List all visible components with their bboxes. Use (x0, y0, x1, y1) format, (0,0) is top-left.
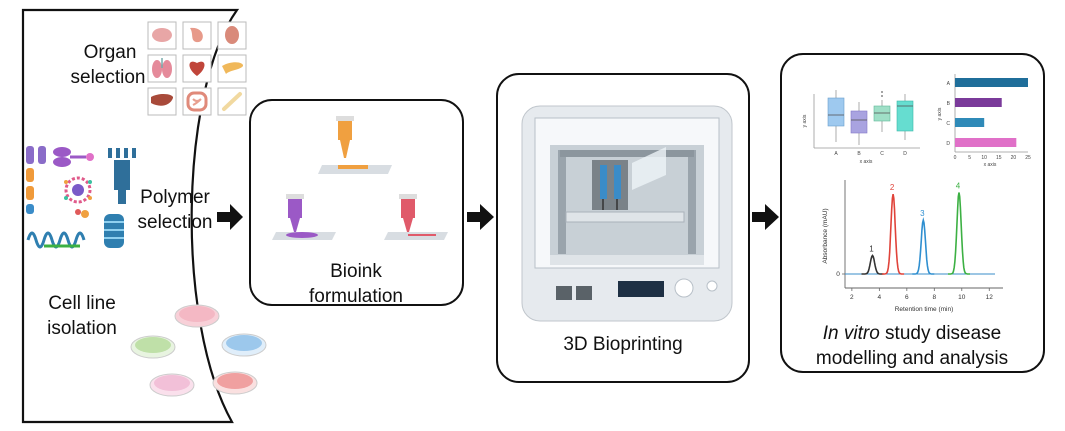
brain-icon (147, 21, 177, 50)
petri-dish-icon (149, 373, 195, 397)
box-b (850, 102, 868, 145)
pancreas-icon (217, 54, 247, 83)
analysis-label-line2: modelling and analysis (816, 348, 1008, 369)
bar-category-label: B (947, 101, 951, 107)
intestine-icon (182, 87, 212, 116)
cell-label-line2: isolation (47, 318, 117, 339)
petri-dish-icon (212, 371, 258, 395)
box-d (896, 94, 914, 140)
box-plot-category-label: C (880, 151, 884, 157)
chain-polymer-icon (26, 146, 46, 214)
bar-b (955, 98, 1002, 107)
bioink-label-line2: formulation (309, 286, 403, 307)
red-bioink-nozzle-icon (384, 194, 448, 240)
arrow-icon (217, 204, 243, 230)
bar-category-label: C (946, 121, 950, 127)
bar-d (955, 138, 1017, 147)
bar-category-label: D (946, 141, 950, 147)
membrane-protein-icon (26, 231, 86, 249)
petri-dishes (130, 304, 267, 397)
box-plot-category-label: D (903, 151, 907, 157)
cell-label-line1: Cell line (48, 293, 116, 314)
analysis-label-rest: study disease (880, 323, 1001, 344)
small-molecule-icon (75, 209, 89, 218)
chromatogram-xlabel: Retention time (min) (895, 306, 954, 313)
heart-icon (182, 54, 212, 83)
bar-tick-label: 15 (996, 155, 1002, 161)
receptor-polymer-icon (108, 148, 136, 204)
chromatogram-chart: Absorbance (mAU) Retention time (min) 0 … (822, 180, 1003, 313)
bar-tick-label: 10 (981, 155, 987, 161)
ring-polymer-icon (64, 176, 92, 204)
chromatogram-tick-label: 8 (932, 294, 936, 301)
organ-tiles (147, 21, 247, 116)
lungs-icon (147, 54, 177, 83)
analysis-box (780, 53, 1045, 373)
antibody-polymer-icon (53, 147, 94, 167)
orange-bioink-nozzle-icon (318, 116, 392, 174)
peak-3 (912, 217, 935, 275)
chromatogram-tick-label: 10 (958, 294, 966, 301)
peak-1 (861, 254, 884, 275)
box-plot-ylabel: y axis (802, 114, 808, 127)
peak-4 (948, 192, 970, 275)
bar-chart-ylabel: y axis (937, 107, 943, 120)
box-a (827, 90, 845, 142)
bar-tick-label: 0 (954, 155, 957, 161)
peak-label: 1 (869, 245, 874, 254)
box-plot-chart: y axis x axis A B C D (802, 90, 920, 165)
chromatogram-tick-label: 4 (878, 294, 882, 301)
chromatogram-tick-label: 12 (986, 294, 994, 301)
bioink-label-line1: Bioink (330, 261, 382, 282)
organ-label-line2: selection (71, 67, 146, 88)
peak-2 (882, 194, 905, 275)
bioprinting-label: 3D Bioprinting (563, 334, 682, 355)
analysis-label-italic: In vitro (823, 323, 880, 344)
peak-label: 3 (920, 209, 925, 218)
bar-a (955, 78, 1028, 87)
peak-label: 4 (956, 182, 961, 191)
organ-label-line1: Organ (84, 42, 137, 63)
polymer-label-line2: selection (138, 212, 213, 233)
kidney-icon (217, 21, 247, 50)
bone-icon (217, 87, 247, 116)
chromatogram-zero-label: 0 (836, 271, 840, 278)
polymer-icons (26, 146, 136, 249)
arrow-icon (752, 204, 779, 230)
stomach-icon (182, 21, 212, 50)
bar-tick-label: 25 (1025, 155, 1031, 161)
chromatogram-tick-label: 2 (850, 294, 854, 301)
petri-dish-icon (174, 304, 220, 328)
petri-dish-icon (130, 335, 176, 359)
bioink-box (249, 99, 464, 306)
box-plot-xlabel: x axis (860, 159, 873, 165)
bar-tick-label: 5 (968, 155, 971, 161)
bar-c (955, 118, 985, 127)
petri-dish-icon (221, 333, 267, 357)
chromatogram-ylabel: Absorbance (mAU) (822, 208, 829, 263)
purple-bioink-nozzle-icon (272, 194, 336, 240)
arrow-icon (467, 204, 494, 230)
bioprinter-icon (521, 105, 733, 322)
bar-chart-xlabel: x axis (984, 162, 997, 168)
box-c (873, 91, 891, 132)
bar-chart: y axis x axis A B C D 0 5 10 15 20 25 (937, 74, 1031, 168)
box-plot-category-label: A (834, 151, 838, 157)
analysis-label-line1: In vitro study disease (823, 323, 1002, 344)
box-plot-category-label: B (857, 151, 861, 157)
bar-category-label: A (947, 81, 951, 87)
polymer-label-line1: Polymer (140, 187, 210, 208)
chromatogram-tick-label: 6 (905, 294, 909, 301)
peak-label: 2 (890, 183, 895, 192)
bar-tick-label: 20 (1011, 155, 1017, 161)
liver-icon (147, 87, 177, 116)
helix-polymer-icon (104, 214, 124, 248)
